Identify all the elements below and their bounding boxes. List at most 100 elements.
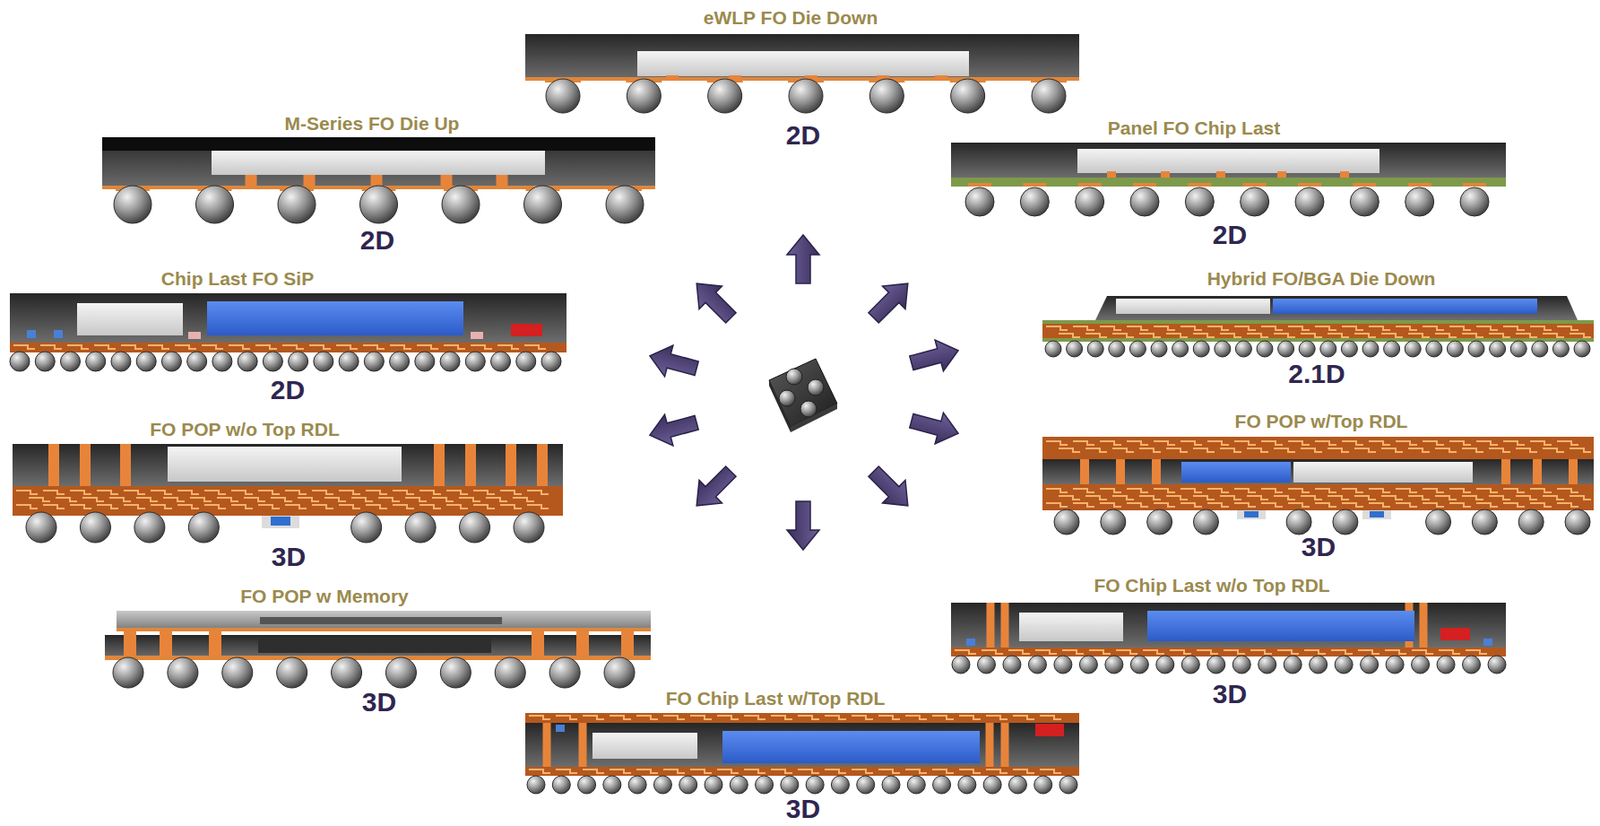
solder-ball <box>1460 187 1489 217</box>
rdl-trace <box>1556 488 1579 493</box>
solder-ball <box>1258 655 1277 674</box>
rdl-trace <box>524 345 546 349</box>
rdl-trace <box>378 497 400 502</box>
rdl-trace <box>109 497 131 502</box>
rdl-trace <box>1341 326 1364 330</box>
rdl-trace <box>1461 333 1484 338</box>
solder-ball <box>1028 655 1047 674</box>
package-title: Hybrid FO/BGA Die Down <box>1207 268 1436 288</box>
solder-ball <box>965 187 995 217</box>
ball-pad <box>1462 182 1487 187</box>
rdl-trace <box>96 504 119 509</box>
rdl-trace <box>473 490 495 494</box>
solder-ball <box>360 185 398 224</box>
rdl-trace <box>1139 448 1161 452</box>
solder-ball <box>1426 340 1443 357</box>
rdl-trace <box>663 715 685 719</box>
solder-ball <box>1130 655 1149 674</box>
rdl-trace <box>1273 333 1296 338</box>
die <box>211 150 545 175</box>
ball-pad <box>1187 182 1211 187</box>
arrow <box>862 271 920 329</box>
rdl-trace <box>1288 441 1310 445</box>
rdl-trace <box>82 497 104 502</box>
mold <box>525 34 1080 80</box>
via <box>1216 171 1226 179</box>
rdl-trace <box>1139 333 1161 338</box>
rdl-trace <box>43 490 65 494</box>
solder-ball <box>605 185 644 224</box>
arrow <box>787 501 820 550</box>
rdl-trace <box>954 649 977 654</box>
package-chip-last-no-top-rdl <box>951 602 1506 674</box>
rdl-trace <box>1381 448 1403 452</box>
rdl-trace <box>1449 502 1471 507</box>
solder-ball <box>1008 775 1027 794</box>
via <box>985 722 995 768</box>
via <box>1501 458 1511 485</box>
passive <box>1362 510 1392 519</box>
memory-package <box>116 610 651 631</box>
rdl <box>9 342 567 353</box>
rdl-trace <box>473 504 495 509</box>
rdl-trace <box>985 769 1008 773</box>
rdl-trace <box>690 715 712 719</box>
rdl-trace <box>1530 326 1552 330</box>
rdl-trace <box>1072 502 1095 507</box>
rdl-trace <box>1126 441 1149 445</box>
rdl-trace <box>389 345 412 349</box>
rdl-trace <box>1085 448 1108 452</box>
solder-ball <box>415 351 435 372</box>
rdl-trace <box>1246 333 1269 338</box>
rdl-trace <box>365 504 388 509</box>
solder-ball <box>1295 187 1324 217</box>
solder-ball <box>331 657 363 688</box>
rdl-trace <box>470 345 493 349</box>
via <box>79 443 91 487</box>
radial-arrows <box>645 234 962 550</box>
solder-ball <box>262 351 283 372</box>
solder-ball <box>440 657 471 688</box>
rdl-trace <box>446 504 468 509</box>
solder-ball <box>1385 655 1404 674</box>
via <box>1107 171 1116 179</box>
passive <box>1244 510 1259 518</box>
via <box>433 443 445 487</box>
backside-layer <box>102 137 656 151</box>
rdl-trace <box>365 490 388 494</box>
via <box>123 631 137 658</box>
solder-ball <box>60 351 80 372</box>
rdl-trace <box>1207 441 1229 445</box>
via <box>1419 602 1428 649</box>
package-title: FO Chip Last w/o Top RDL <box>1093 575 1330 595</box>
rdl-trace <box>443 345 466 349</box>
rdl <box>1042 484 1594 511</box>
solder-ball <box>491 351 511 372</box>
rdl-trace <box>147 345 170 349</box>
passive <box>53 329 63 338</box>
memory-die <box>259 616 502 624</box>
solder-ball <box>1240 187 1270 217</box>
via <box>245 174 258 186</box>
via <box>371 174 383 186</box>
solder-ball <box>1172 340 1189 357</box>
package-title: Panel FO Chip Last <box>1107 118 1281 138</box>
via <box>1568 458 1578 485</box>
solder-ball <box>1232 655 1251 674</box>
solder-ball <box>1075 187 1105 217</box>
top-rdl <box>525 712 1080 723</box>
solder-ball <box>1471 509 1497 535</box>
via <box>120 443 131 487</box>
rdl-trace <box>582 769 605 773</box>
rdl-trace <box>96 490 119 494</box>
rdl-trace <box>500 504 522 509</box>
via <box>208 631 222 658</box>
package-chip-last-sip <box>9 293 567 372</box>
rdl-trace <box>1261 502 1283 507</box>
solder-ball <box>1531 340 1549 357</box>
solder-ball <box>1489 340 1506 357</box>
rdl-trace <box>243 497 266 502</box>
rdl-trace <box>797 715 820 719</box>
package-title: Chip Last FO SiP <box>161 268 314 288</box>
via <box>665 75 679 80</box>
